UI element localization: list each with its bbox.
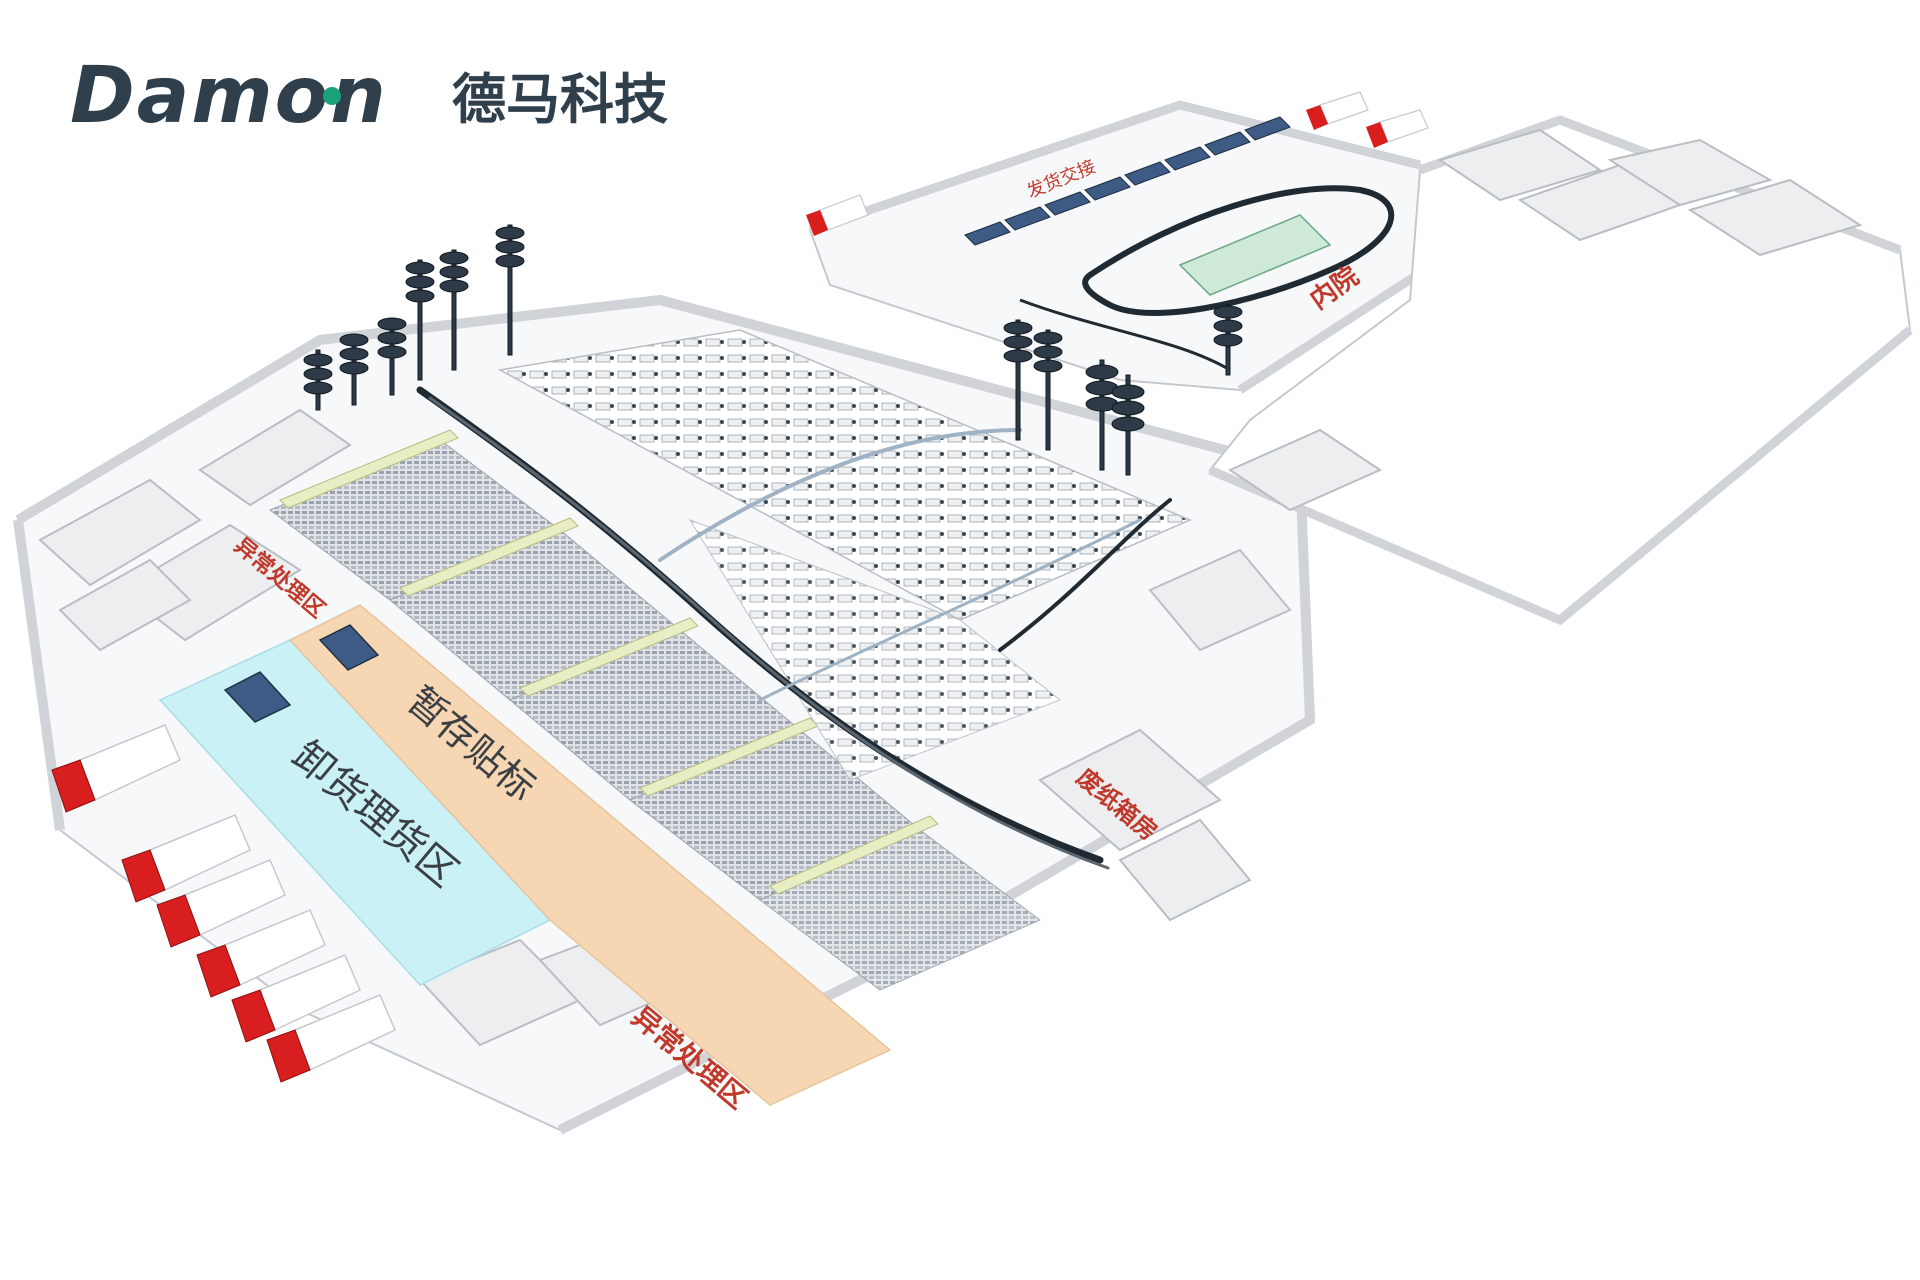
truck-2	[121, 814, 251, 903]
spiral-tower-5	[439, 249, 469, 371]
right-building	[1208, 115, 1913, 626]
truck-top-1	[806, 194, 869, 236]
picking-area	[268, 429, 1041, 991]
truck-1	[51, 724, 181, 813]
spiral-tower-1	[303, 349, 333, 411]
truck-top-3	[1366, 109, 1429, 148]
spiral-tower-6	[495, 224, 525, 356]
spiral-tower-2	[339, 333, 369, 406]
truck-top-2	[1306, 91, 1369, 130]
main-building	[13, 294, 1316, 1135]
main-conveyor	[416, 386, 1172, 870]
pallet-stack	[223, 624, 380, 723]
temp-label-zone	[288, 604, 892, 1106]
shipping-pallets	[964, 116, 1291, 246]
truck-3	[156, 859, 286, 948]
spiral-tower-8	[1033, 329, 1063, 451]
loop-sorter	[1082, 185, 1395, 316]
spiral-tower-3	[377, 317, 407, 396]
left-rooms	[38, 408, 352, 652]
spiral-tower-7	[1003, 319, 1033, 441]
spiral-conveyors	[303, 224, 1243, 476]
bottom-rooms	[418, 548, 1292, 1047]
logo-cn-text: 德马科技	[452, 68, 668, 131]
spiral-tower-9	[1085, 359, 1119, 471]
trucks	[51, 91, 1429, 1083]
spiral-tower-10	[1111, 374, 1145, 476]
truck-6	[266, 994, 396, 1083]
truck-5	[231, 954, 361, 1043]
spiral-tower-11	[1213, 304, 1243, 376]
logo-accent-mark	[323, 87, 341, 105]
truck-4	[196, 909, 326, 998]
spiral-tower-4	[405, 259, 435, 381]
company-logo: Damon 德马科技	[70, 51, 668, 141]
storage-grid	[497, 329, 1192, 621]
shipping-building	[808, 100, 1443, 394]
